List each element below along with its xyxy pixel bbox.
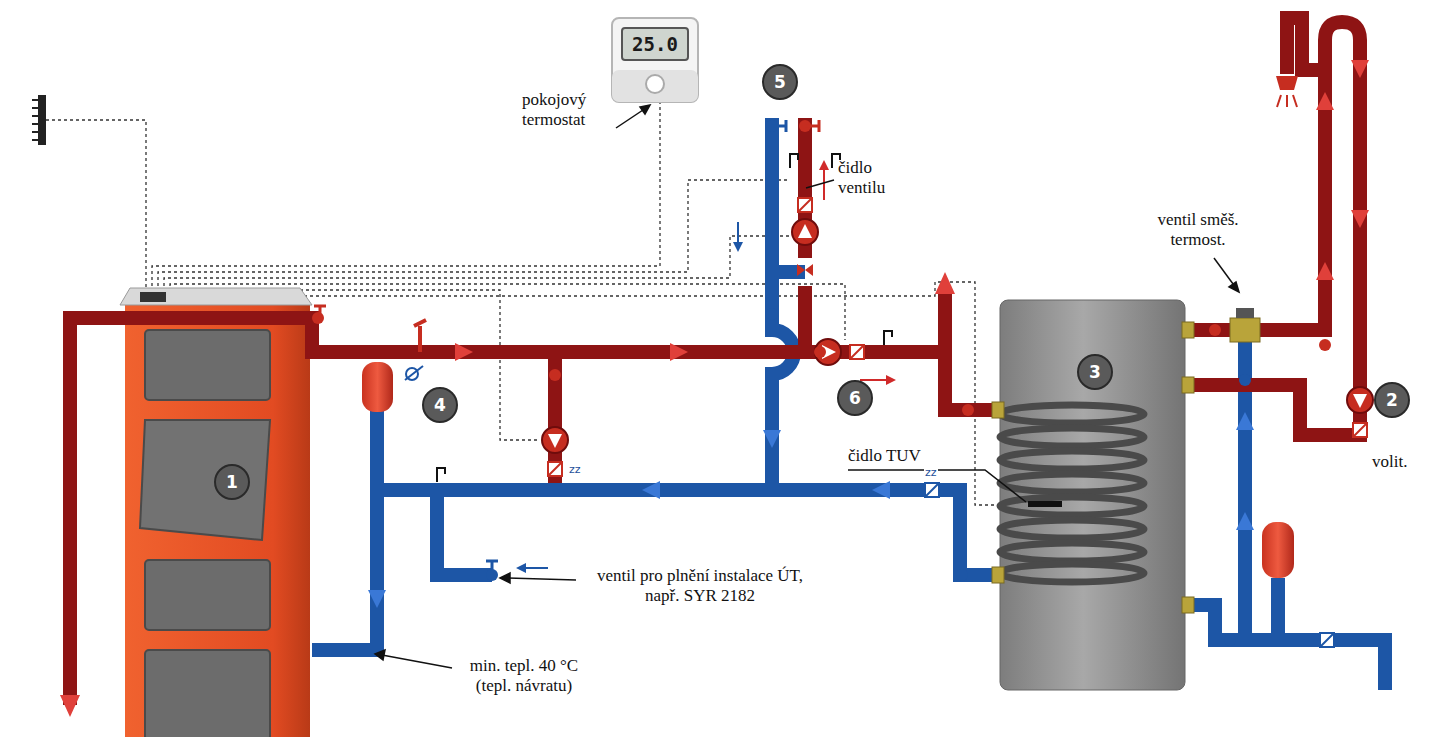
symbol-label: zz	[568, 463, 582, 476]
note-label: volit.	[1372, 452, 1407, 472]
callout-number: 3	[1078, 355, 1112, 389]
dhw-tank	[1000, 300, 1185, 690]
room-thermostat	[612, 18, 698, 102]
shower-head	[1276, 76, 1298, 107]
note-label: min. tepl. 40 °C (tepl. návratu)	[456, 656, 592, 696]
expansion-vessel	[1262, 522, 1294, 578]
hot-pipes	[70, 18, 1360, 705]
callout-number: 2	[1375, 383, 1409, 417]
flow-arrows	[368, 412, 1254, 608]
tank-connectors	[992, 322, 1194, 613]
boiler	[120, 288, 312, 737]
callout-number: 5	[763, 65, 797, 99]
direction-arrows	[516, 160, 896, 573]
part-label: pokojový termostat	[522, 90, 610, 130]
symbol-label: zz	[924, 466, 938, 479]
outdoor-sensor	[32, 95, 46, 145]
part-label: ventil směš. termost.	[1148, 210, 1248, 250]
flow-arrows	[60, 60, 1369, 717]
callout-number: 6	[838, 381, 872, 415]
leader-lines	[375, 105, 1239, 668]
mixing-valve	[1230, 308, 1260, 342]
part-label: ventil pro plnění instalace ÚT, např. SY…	[580, 566, 820, 606]
expansion-vessel	[362, 362, 393, 412]
callout-number: 1	[215, 465, 249, 499]
part-label: čidlo TUV	[848, 446, 921, 466]
part-label: čidlo ventilu	[838, 158, 910, 198]
callout-circles	[215, 65, 1409, 499]
valves	[312, 120, 1331, 646]
display-value: 25.0	[622, 31, 688, 57]
cold-pipes	[312, 118, 1385, 690]
pumps	[542, 219, 1373, 453]
check-valves	[548, 198, 1367, 647]
hot-pipe-crossing	[751, 345, 793, 359]
callout-number: 4	[423, 388, 457, 422]
